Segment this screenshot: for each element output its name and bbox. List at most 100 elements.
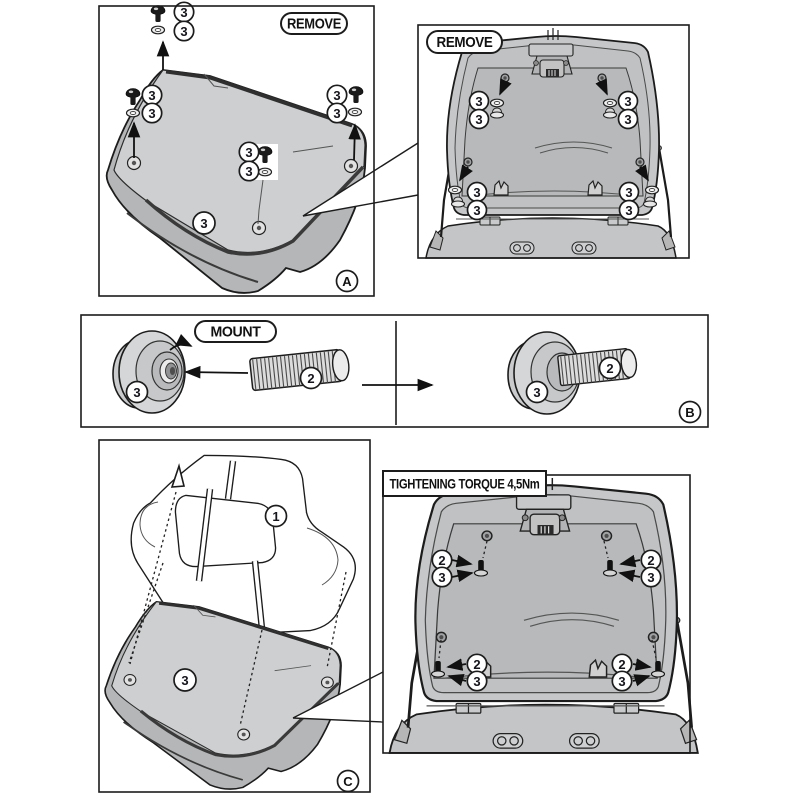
svg-text:3: 3 <box>438 570 445 585</box>
panel-c-align-rack: 1 3 <box>103 454 356 791</box>
callout-washer: 3 <box>326 102 348 124</box>
callout-washer: 3 <box>617 90 639 112</box>
threaded-stud <box>249 348 350 392</box>
panel-a-border <box>98 5 375 297</box>
torque-bottom-right: 2 3 <box>611 639 666 692</box>
svg-text:3: 3 <box>473 674 480 689</box>
svg-text:3: 3 <box>148 106 155 121</box>
svg-text:3: 3 <box>475 94 482 109</box>
callout-rack: 1 <box>264 504 288 528</box>
panel-remove-lid-interior: 3 3 3 3 3 3 3 3 <box>424 26 678 260</box>
svg-text:3: 3 <box>618 674 625 689</box>
svg-text:3: 3 <box>625 203 632 218</box>
callout-screw: 3 <box>468 108 490 130</box>
torque-top-left: 2 3 <box>431 540 489 588</box>
screw-removal-left: 3 3 <box>125 84 163 158</box>
torque-top-right: 2 3 <box>602 540 662 588</box>
svg-text:3: 3 <box>333 88 340 103</box>
top-case-3d <box>104 68 368 295</box>
tube-rack <box>130 454 356 637</box>
screw-removal-center: 3 3 <box>238 141 278 225</box>
screw-icon <box>348 86 364 104</box>
svg-text:3: 3 <box>647 570 654 585</box>
svg-text:3: 3 <box>333 106 340 121</box>
insert-arrow <box>184 365 249 379</box>
svg-text:3: 3 <box>473 185 480 200</box>
grommet-hole-core <box>169 367 176 375</box>
removal-arrow <box>348 123 361 161</box>
panel-borders <box>80 5 709 793</box>
svg-text:REMOVE: REMOVE <box>287 16 341 33</box>
svg-text:3: 3 <box>180 5 187 20</box>
svg-text:3: 3 <box>624 94 631 109</box>
svg-text:3: 3 <box>245 145 252 160</box>
callout-washer: 3 <box>173 20 195 42</box>
svg-text:REMOVE: REMOVE <box>437 34 493 51</box>
svg-text:2: 2 <box>438 553 445 568</box>
svg-text:3: 3 <box>133 385 140 400</box>
panel-remove-border <box>417 24 690 259</box>
removal-bottom-left: 3 3 <box>447 164 488 221</box>
callout-grommet-assembled: 3 <box>525 380 549 404</box>
callout-screw: 3 <box>326 84 348 106</box>
tightening-torque-label: TIGHTENING TORQUE 4,5Nm <box>382 470 547 497</box>
removal-top-right: 3 3 <box>595 78 639 130</box>
svg-text:2: 2 <box>647 553 654 568</box>
callout-grommet: 3 <box>125 380 149 404</box>
removal-top-left: 3 3 <box>468 78 512 130</box>
svg-text:2: 2 <box>606 361 613 376</box>
torque-bottom-left: 2 3 <box>430 639 488 692</box>
washer-icon <box>257 167 273 177</box>
svg-text:3: 3 <box>245 164 252 179</box>
callout-stud-assembled: 2 <box>598 356 622 380</box>
detail-wedge-top <box>302 142 419 217</box>
callout-screw: 3 <box>466 199 488 221</box>
remove-label-lid: REMOVE <box>426 30 503 54</box>
svg-text:3: 3 <box>148 88 155 103</box>
svg-text:3: 3 <box>624 112 631 127</box>
callout-grommet: 3 <box>466 670 488 692</box>
panel-b-border <box>80 314 709 428</box>
svg-text:3: 3 <box>475 112 482 127</box>
washer-icon <box>602 98 618 108</box>
detail-wedge-bottom <box>292 671 384 723</box>
callout-washer: 3 <box>141 102 163 124</box>
screw-removal-right: 3 3 <box>326 84 364 161</box>
panel-torque-lid-interior: 2 3 2 3 2 3 2 3 <box>388 474 700 755</box>
svg-text:B: B <box>685 405 694 420</box>
callout-grommet: 3 <box>431 566 453 588</box>
panel-a-remove-case: 3 3 3 3 3 3 3 3 3 <box>104 1 368 295</box>
screw-removal-top: 3 3 <box>150 1 195 70</box>
svg-text:3: 3 <box>625 185 632 200</box>
svg-text:2: 2 <box>473 657 480 672</box>
callout-grommet: 3 <box>611 670 633 692</box>
svg-text:3: 3 <box>533 385 540 400</box>
svg-text:3: 3 <box>180 24 187 39</box>
callout-washer: 3 <box>618 181 640 203</box>
svg-text:2: 2 <box>618 657 625 672</box>
lid-interior-view <box>388 474 700 755</box>
washer-icon <box>347 107 363 117</box>
callout-screw: 3 <box>141 84 163 106</box>
callout-washer: 3 <box>468 90 490 112</box>
mount-label: MOUNT <box>194 320 277 343</box>
washer-icon <box>150 25 166 35</box>
washer-icon <box>644 185 660 195</box>
svg-text:A: A <box>342 274 352 289</box>
panel-letter-b: B <box>678 400 702 424</box>
remove-label-a: REMOVE <box>280 12 348 35</box>
pointer-line <box>257 179 264 225</box>
alignment-dashes <box>128 491 347 727</box>
callout-screw: 3 <box>618 199 640 221</box>
panel-letter-c: C <box>336 769 360 793</box>
washer-icon <box>447 185 463 195</box>
washer-icon <box>125 108 141 118</box>
callout-screw: 3 <box>238 141 260 163</box>
rack-tab <box>170 463 186 488</box>
callout-grommet: 3 <box>640 566 662 588</box>
callout-washer: 3 <box>466 181 488 203</box>
callout-screw: 3 <box>617 108 639 130</box>
panel-b-mount: 3 2 3 2 <box>112 321 638 425</box>
